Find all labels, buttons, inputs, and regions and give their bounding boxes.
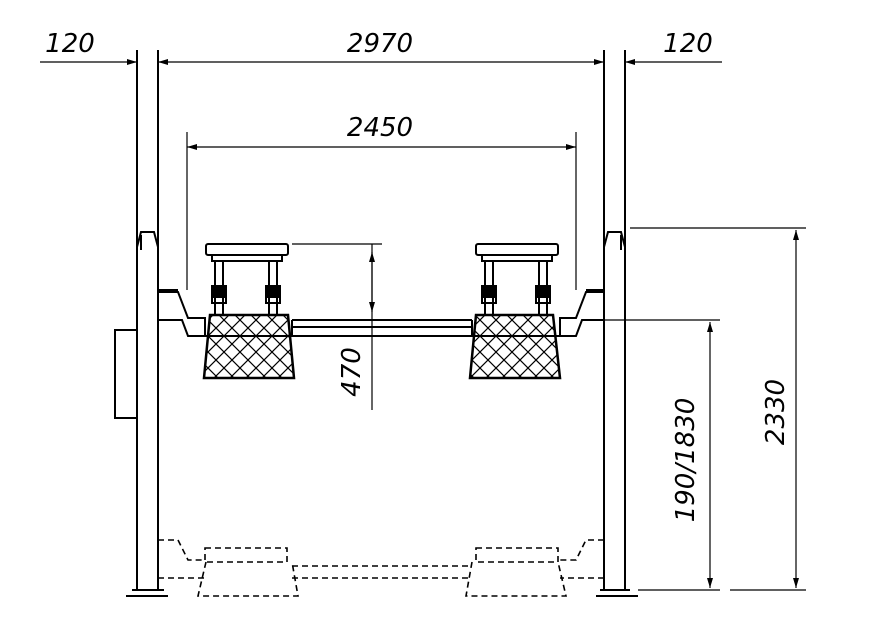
right-lifting-pad	[475, 243, 559, 315]
left-lifting-pad	[205, 243, 289, 315]
dim-left-offset: 120	[45, 29, 95, 59]
dim-inner-width: 2450	[347, 113, 413, 143]
dim-right-offset: 120	[663, 29, 713, 59]
left-column	[114, 50, 178, 597]
right-column	[586, 50, 638, 597]
dimension-lines	[40, 59, 806, 591]
left-support-block	[202, 313, 296, 380]
right-support-block	[468, 313, 562, 380]
dim-pad-height: 470	[337, 347, 367, 397]
dim-overall-width: 2970	[347, 29, 413, 59]
dim-lift-range: 190/1830	[671, 398, 701, 523]
lift-platform-lowered	[158, 539, 604, 597]
dim-total-height: 2330	[761, 379, 791, 445]
